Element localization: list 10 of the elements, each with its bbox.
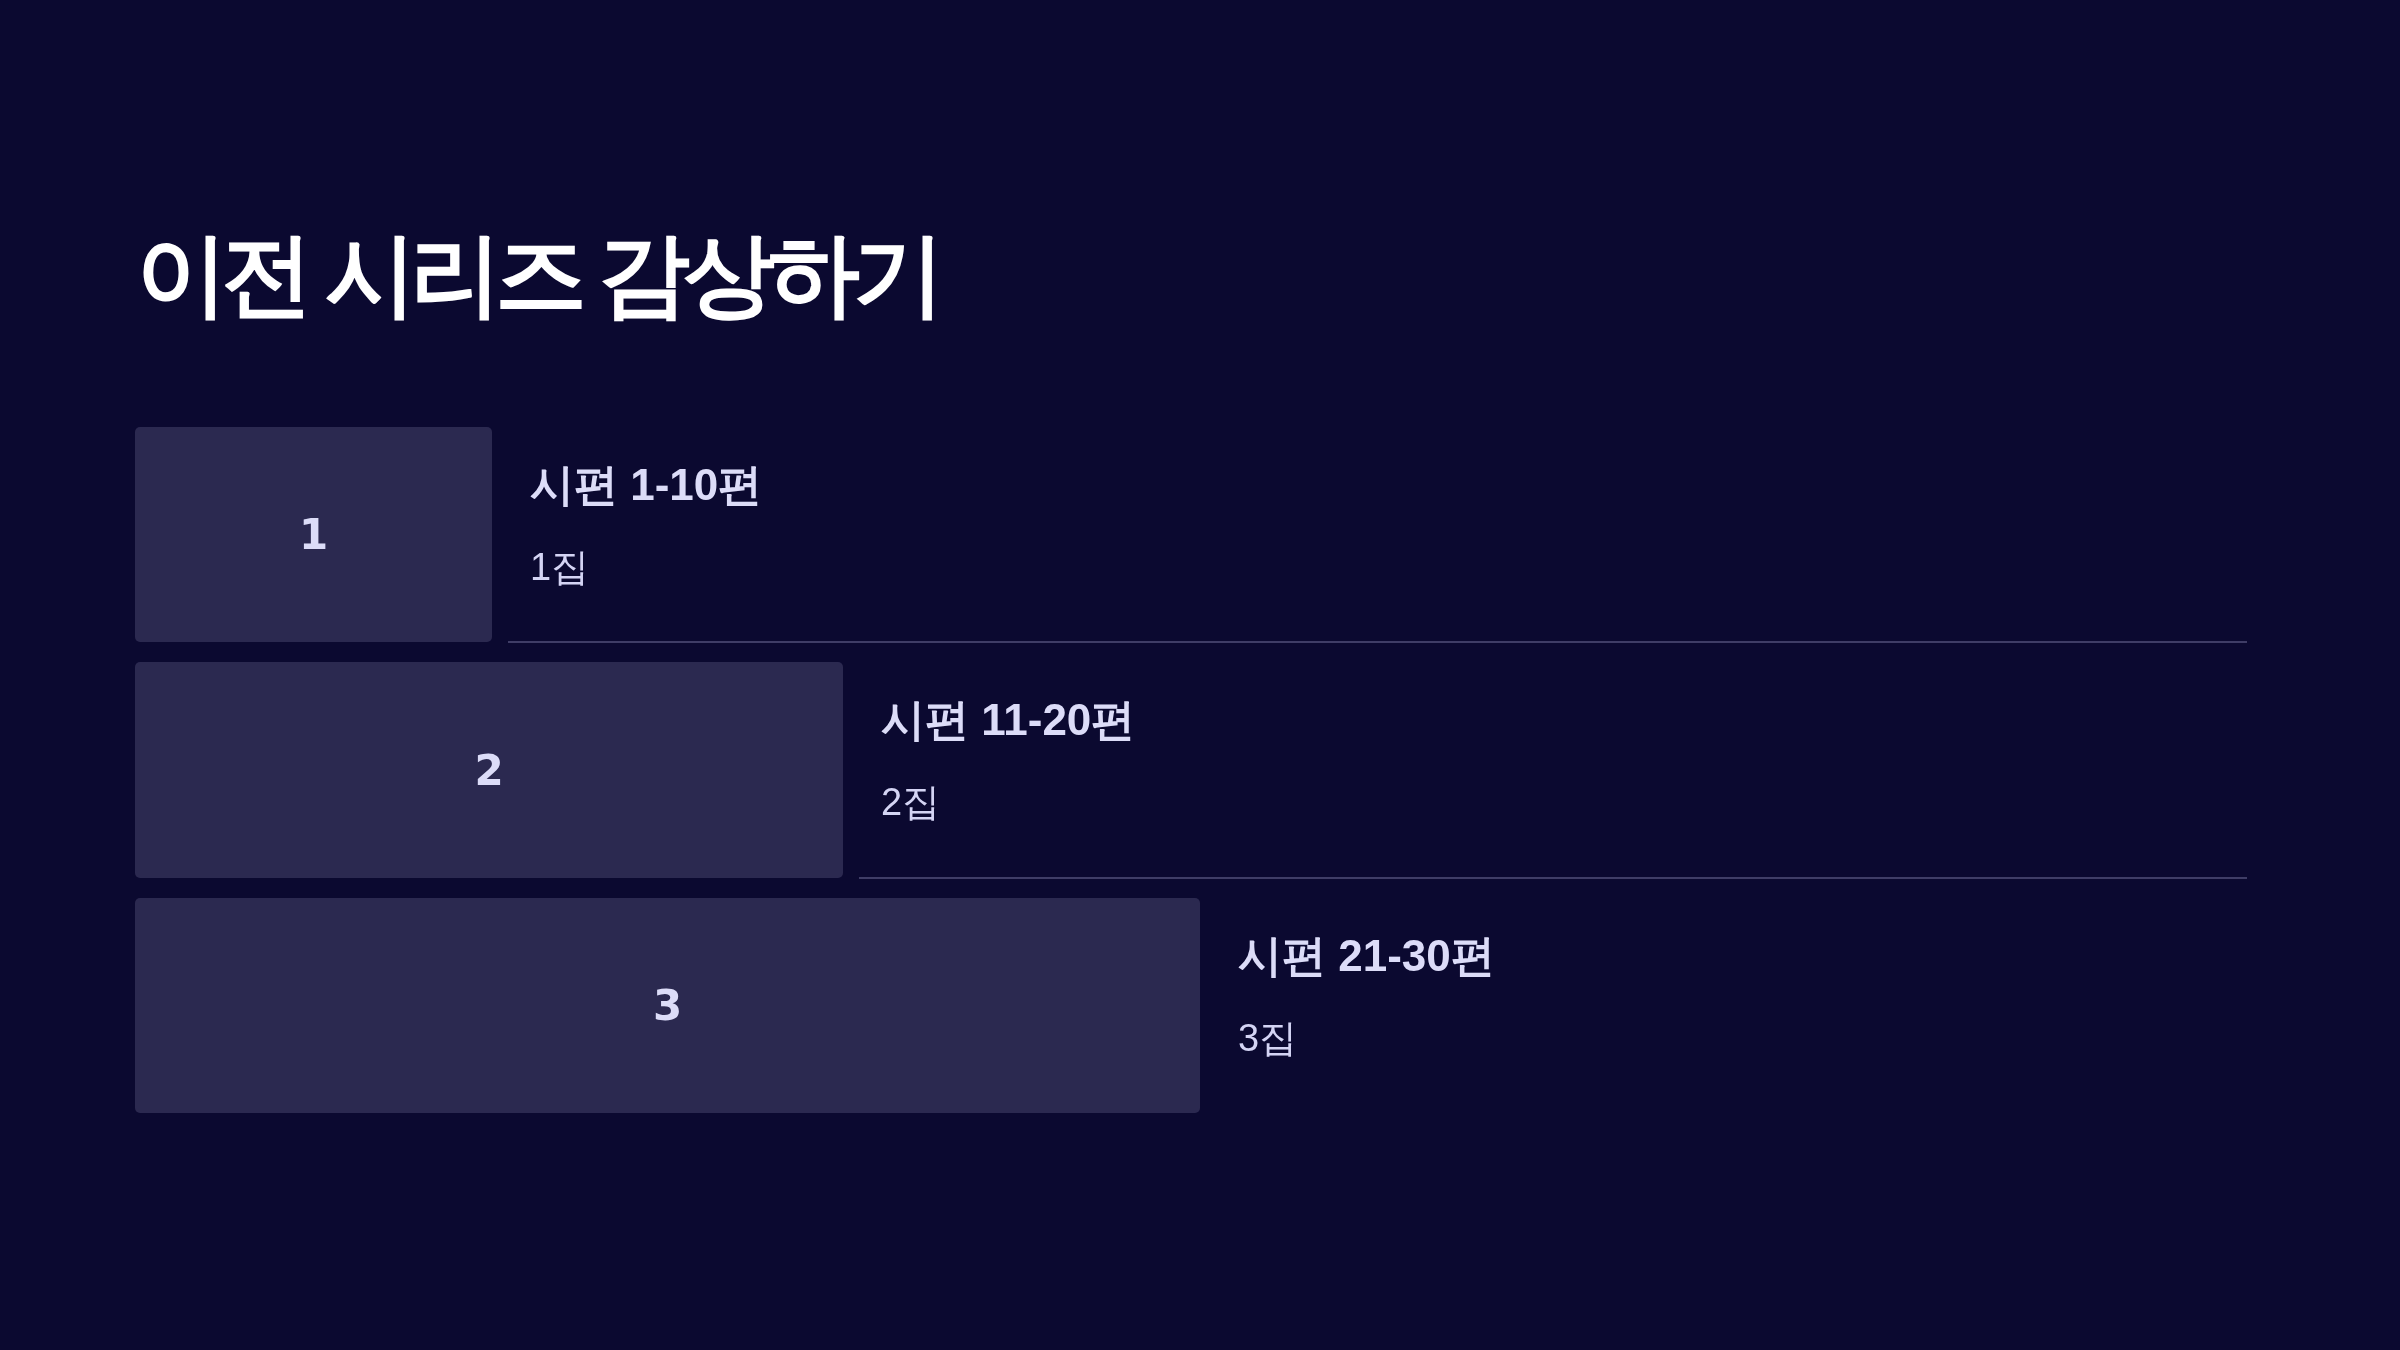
number-tile: 1 (135, 427, 492, 642)
volume-label: 2집 (881, 780, 941, 825)
volume-label: 1집 (530, 545, 590, 590)
number-tile: 3 (135, 898, 1200, 1113)
episode-heading: 시편 21-30편 (1238, 930, 1495, 982)
episode-heading: 시편 11-20편 (881, 694, 1136, 746)
number-tile: 2 (135, 662, 843, 878)
title: 이전 시리즈 감상하기 (136, 222, 939, 327)
episode-heading: 시편 1-10편 (530, 459, 763, 511)
volume-label: 3집 (1238, 1016, 1298, 1061)
